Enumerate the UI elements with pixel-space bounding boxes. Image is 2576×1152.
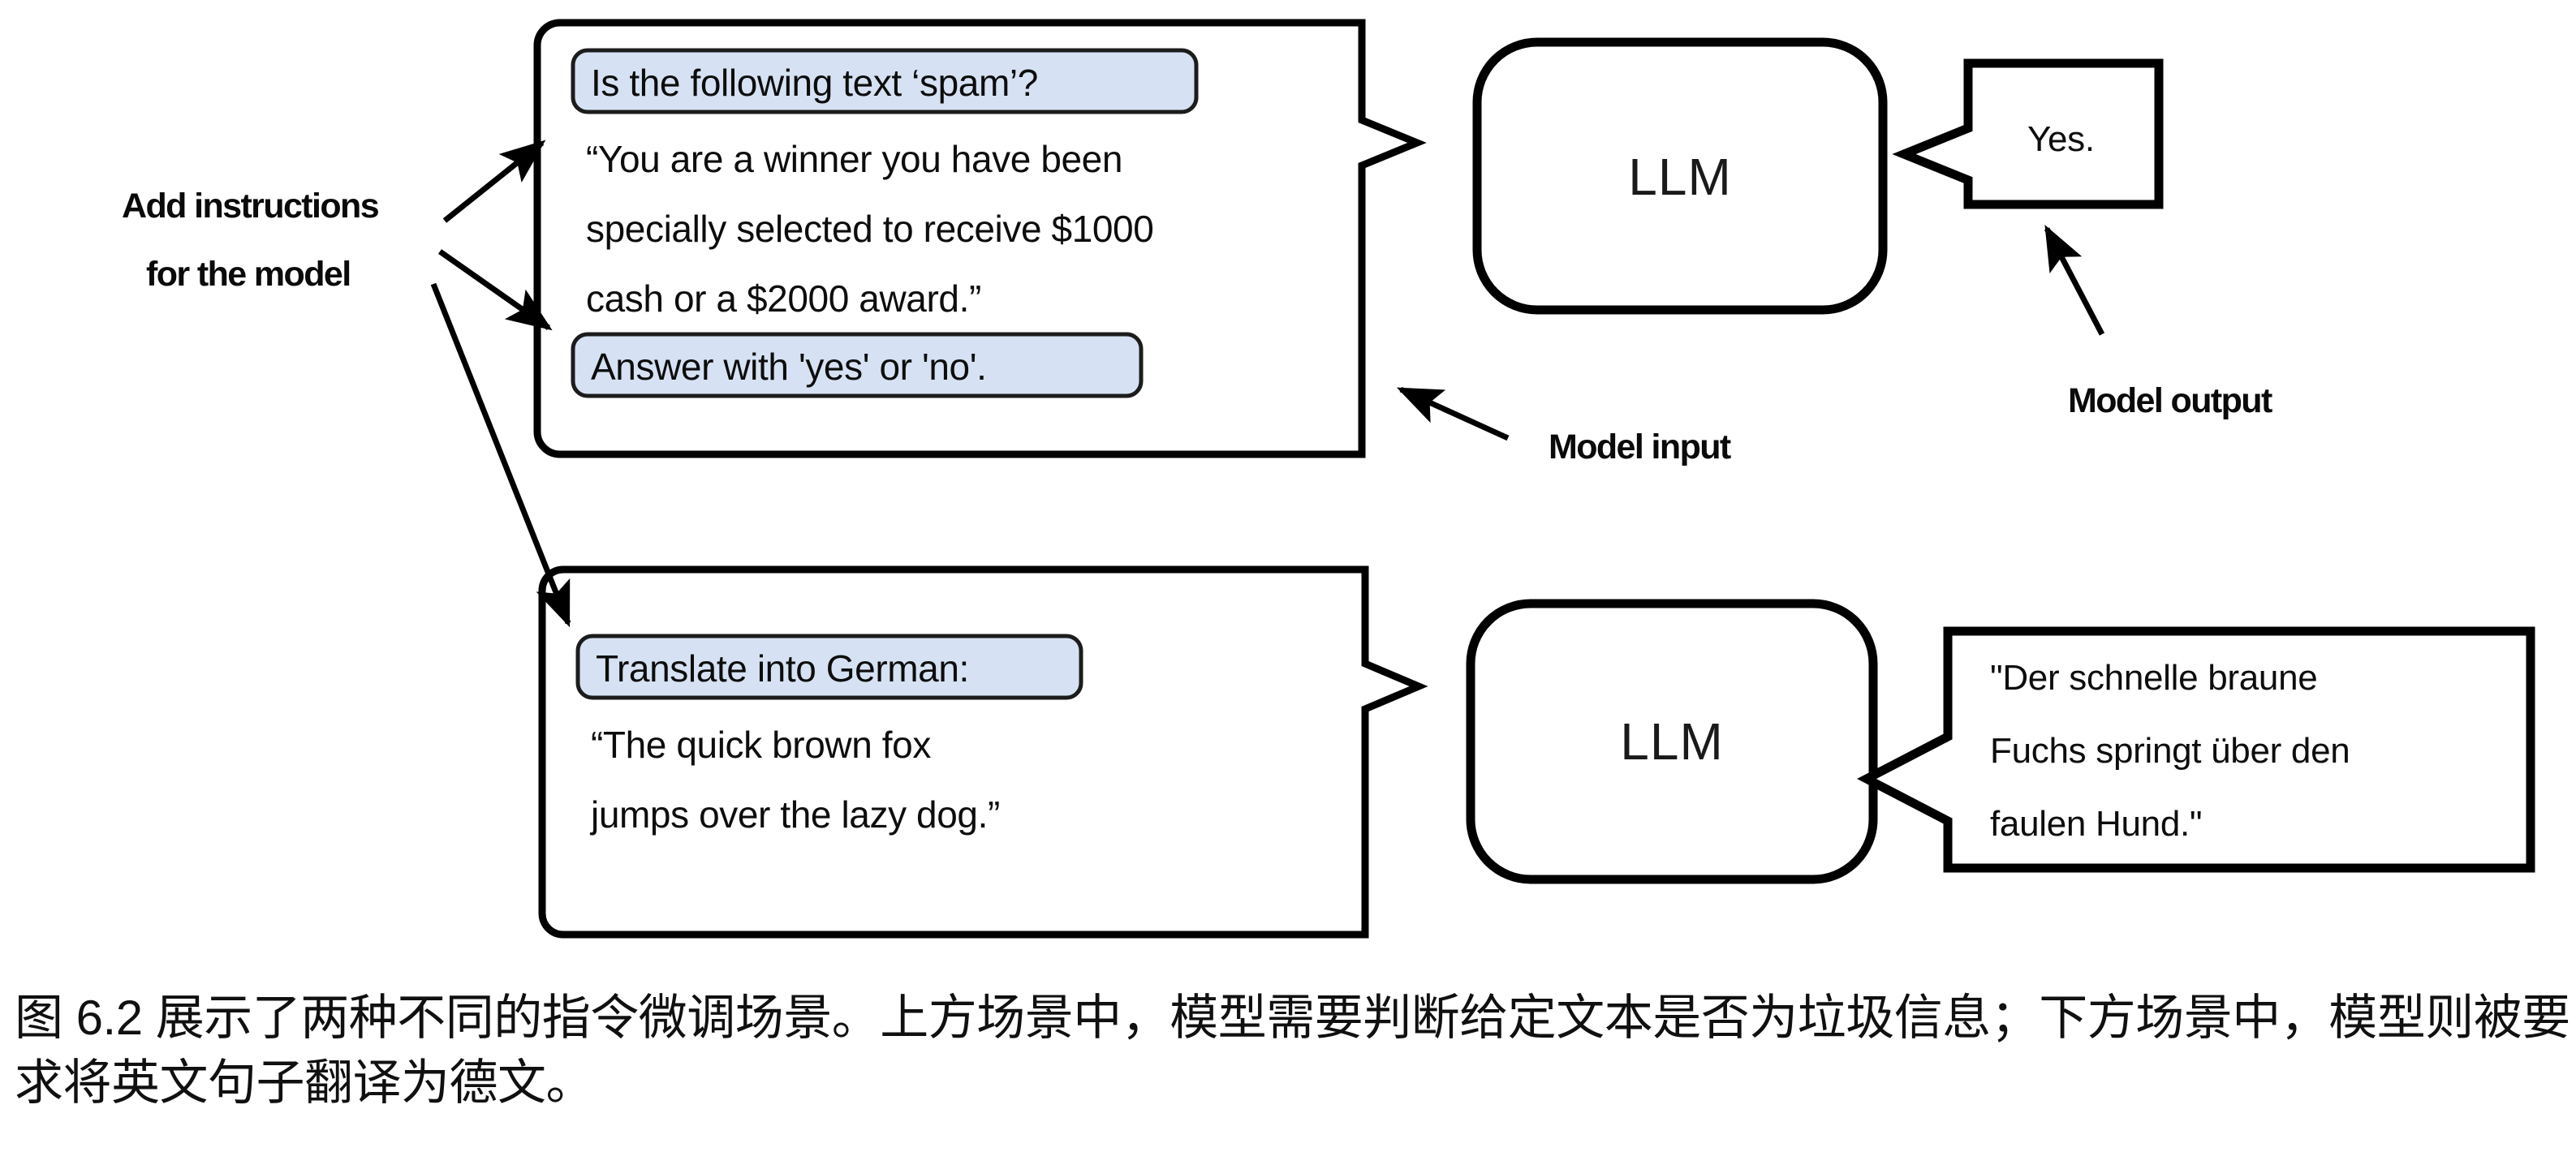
bottom-instruction-chip: Translate into German: xyxy=(575,634,1083,700)
top-instruction-chip-1: Is the following text ‘spam’? xyxy=(571,48,1199,114)
top-llm-label: LLM xyxy=(1628,148,1732,206)
arrow-model-output xyxy=(2044,225,2105,336)
annotation-model-output: Model output xyxy=(2068,381,2272,420)
top-input-line-3: cash or a $2000 award.” xyxy=(586,277,981,320)
top-output-bubble: Yes. xyxy=(1892,58,2164,209)
annotation-add-instructions-line1: Add instructions xyxy=(122,187,379,226)
bottom-output-line-3: faulen Hund." xyxy=(1990,804,2202,844)
bottom-instruction-chip-label: Translate into German: xyxy=(596,647,969,690)
bottom-output-line-2: Fuchs springt über den xyxy=(1990,731,2350,771)
bottom-llm-label: LLM xyxy=(1620,712,1724,771)
top-instruction-chip-2-label: Answer with 'yes' or 'no'. xyxy=(591,346,986,388)
figure-caption: 图 6.2 展示了两种不同的指令微调场景。上方场景中，模型需要判断给定文本是否为… xyxy=(15,991,2570,1110)
bottom-input-line-2: jumps over the lazy dog.” xyxy=(589,793,1000,836)
diagram-canvas: Is the following text ‘spam’? “You are a… xyxy=(122,19,2535,939)
annotation-model-input: Model input xyxy=(1549,428,1731,466)
bottom-output-line-1: "Der schnelle braune xyxy=(1990,658,2317,698)
arrow-instructions-to-chip1 xyxy=(442,140,546,223)
bottom-output-bubble: "Der schnelle braune Fuchs springt über … xyxy=(1857,626,2535,873)
top-input-line-1: “You are a winner you have been xyxy=(586,138,1122,180)
bottom-llm-box: LLM xyxy=(1466,599,1878,884)
arrow-instructions-to-bottom-chip xyxy=(430,282,571,628)
top-instruction-chip-1-label: Is the following text ‘spam’? xyxy=(591,62,1038,104)
top-input-line-2: specially selected to receive $1000 xyxy=(586,208,1153,250)
top-instruction-chip-2: Answer with 'yes' or 'no'. xyxy=(571,332,1144,398)
top-llm-box: LLM xyxy=(1472,37,1888,315)
top-output-line-1: Yes. xyxy=(2027,119,2095,159)
arrow-instructions-to-chip2 xyxy=(437,249,553,331)
annotation-add-instructions-line2: for the model xyxy=(146,255,351,294)
bottom-input-line-1: “The quick brown fox xyxy=(591,724,931,766)
arrow-model-input xyxy=(1396,386,1510,441)
